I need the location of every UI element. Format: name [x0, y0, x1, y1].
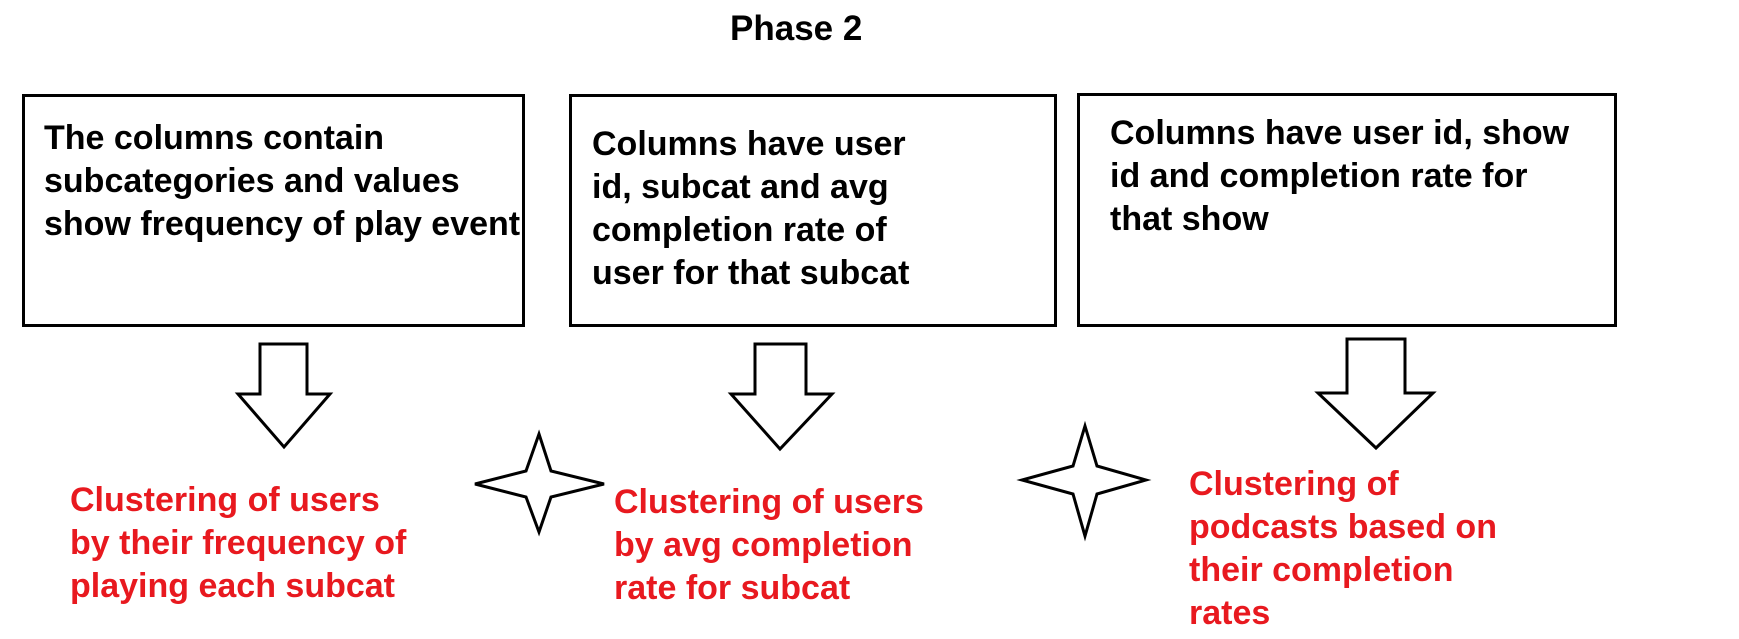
source-box-1: [22, 94, 525, 327]
source-box-3: [1077, 93, 1617, 327]
down-arrow-icon: [1314, 337, 1437, 451]
result-label-1: Clustering of users by their frequency o…: [70, 481, 407, 605]
source-box-1-text: The columns contain subcategories and va…: [44, 119, 521, 243]
source-box-2-text: Columns have user id, subcat and avg com…: [592, 125, 910, 292]
result-label-3: Clustering of podcasts based on their co…: [1189, 465, 1497, 632]
down-arrow-icon: [727, 342, 836, 452]
four-point-star-icon: [474, 429, 605, 537]
source-box-2: [569, 94, 1057, 327]
four-point-star-icon: [1016, 420, 1152, 542]
result-label-2: Clustering of users by avg completion ra…: [614, 483, 924, 607]
down-arrow-icon: [234, 342, 334, 450]
source-box-3-text: Columns have user id, show id and comple…: [1110, 114, 1570, 238]
diagram-title: Phase 2: [730, 9, 863, 48]
